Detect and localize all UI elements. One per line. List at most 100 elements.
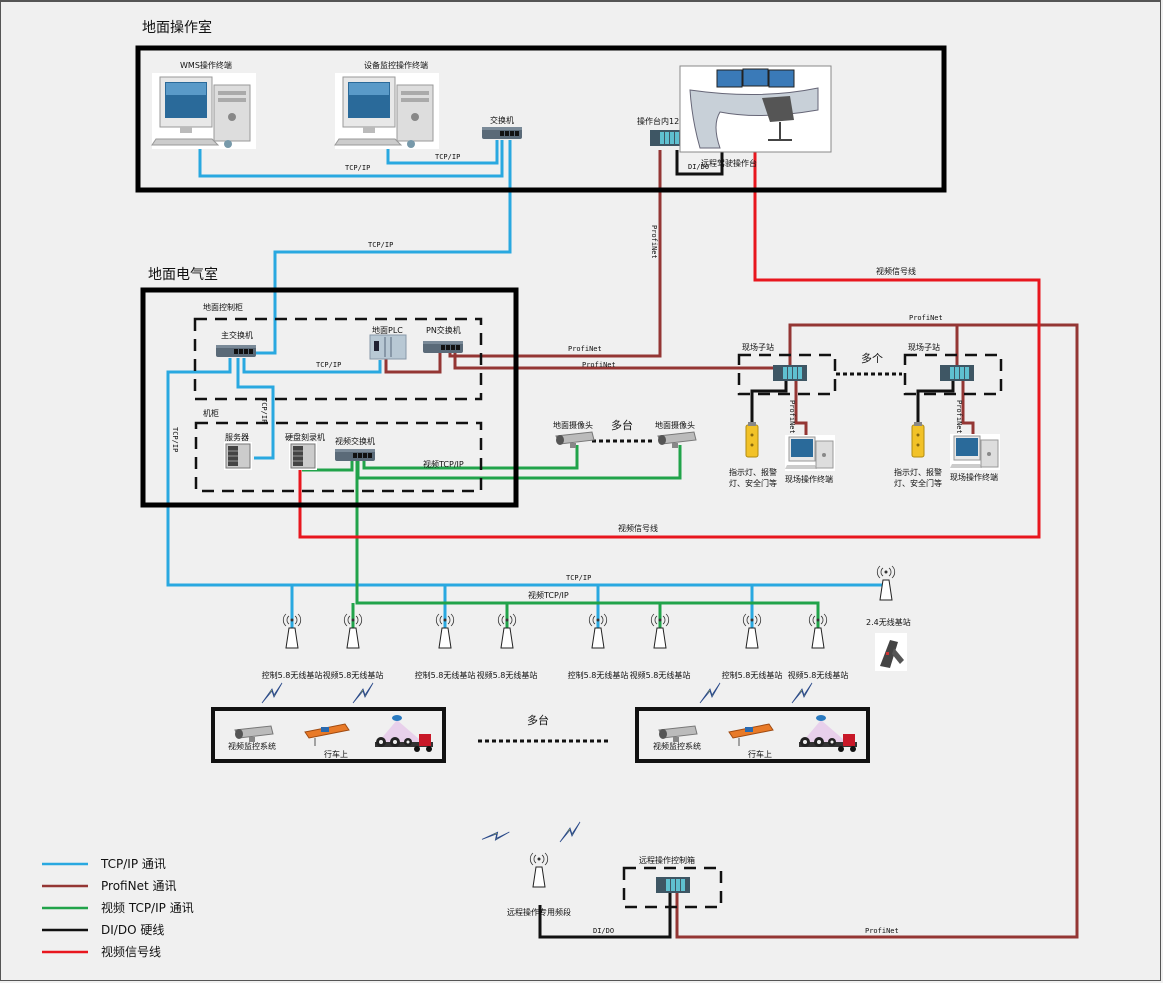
base-station: 控制5.8无线基站 — [415, 613, 476, 680]
station-plc-icon — [773, 365, 807, 381]
main-switch-label: 主交换机 — [221, 330, 253, 340]
dido-lines — [538, 150, 955, 939]
field-terminal-label: 现场操作终端 — [950, 472, 998, 482]
remote-control-plc-icon — [656, 877, 690, 893]
wms-terminal-pc-icon — [151, 72, 257, 150]
base-station-label: 控制5.8无线基站 — [722, 670, 783, 680]
ground-camera-icon-2 — [657, 431, 697, 449]
field-station-title: 现场子站 — [742, 342, 774, 352]
video-system-label: 视频监控系统 — [653, 741, 701, 751]
field-terminal-pc-icon — [949, 433, 1001, 471]
legend-label: 视频信号线 — [101, 944, 161, 959]
antenna-icon — [742, 613, 762, 649]
crane-label: 行车上 — [748, 749, 772, 759]
cameras-multi-label: 多台 — [611, 418, 633, 432]
crane-label: 行车上 — [324, 749, 348, 759]
remote-bolt-icon-1 — [481, 821, 510, 850]
multi-connectors — [478, 372, 902, 743]
wireless-bolt-icon — [261, 682, 283, 704]
equipment-terminal-pc-icon — [334, 72, 440, 150]
video-tcp-bus-label: 视频TCP/IP — [528, 590, 569, 600]
video-signal-lines — [298, 150, 1041, 539]
crane-unit-box — [635, 707, 870, 763]
main-switch-icon — [216, 345, 256, 357]
legend-item: 视频信号线 — [42, 944, 161, 959]
tcp-link-label-1: TCP/IP — [345, 164, 370, 172]
profinet-vertical-label: ProfiNet — [650, 225, 658, 259]
signal-lamp-icon — [745, 421, 759, 458]
field-devices-label-line2: 灯、安全门等 — [894, 478, 942, 488]
ground-plc-label: 地面PLC — [372, 325, 403, 335]
tcp-uplink-label: TCP/IP — [368, 241, 393, 249]
antenna-icon — [588, 613, 608, 649]
field-station-2: 现场子站 指示灯、报警 灯、安全门等 现场操作终端 — [894, 342, 1001, 488]
base-station-label: 控制5.8无线基站 — [568, 670, 629, 680]
control-cabinet-box — [193, 317, 483, 401]
field-terminal-label: 现场操作终端 — [785, 474, 833, 484]
base-station-label: 控制5.8无线基站 — [262, 670, 323, 680]
base-station-label: 控制5.8无线基站 — [415, 670, 476, 680]
base-station-label: 视频5.8无线基站 — [477, 670, 538, 680]
legend-item: DI/DO 硬线 — [42, 923, 164, 937]
crane-unit-2: 视频监控系统 行车上 — [635, 707, 870, 763]
field-station-box-2 — [903, 353, 1003, 396]
remote-band-antenna-icon — [529, 852, 549, 888]
cranes-multi-label: 多台 — [527, 713, 549, 727]
video-signal-mid-label: 视频信号线 — [618, 523, 658, 533]
tcp-link-label-2: TCP/IP — [435, 153, 460, 161]
video-switch-label: 视频交换机 — [335, 436, 375, 446]
field-station-title: 现场子站 — [908, 342, 940, 352]
profinet-bottom-label: ProfiNet — [865, 927, 899, 935]
field-terminal-pc-icon — [784, 434, 836, 472]
antenna-icon — [650, 613, 670, 649]
server-icon — [223, 441, 253, 471]
station-plc-icon — [940, 365, 974, 381]
video-signal-top-label: 视频信号线 — [876, 266, 916, 276]
profinet-station-label-2: ProfiNet — [955, 400, 963, 434]
base-station: 控制5.8无线基站 — [262, 613, 323, 680]
wireless-bolt-icon — [699, 682, 721, 704]
base-station: 视频5.8无线基站 — [477, 613, 538, 680]
electrical-room-box — [140, 287, 519, 508]
legend-label: TCP/IP 通讯 — [100, 857, 166, 871]
antenna-icon — [808, 613, 828, 649]
legend-label: 视频 TCP/IP 通讯 — [101, 900, 194, 915]
dido-link-label: DI/DO — [688, 163, 709, 171]
antenna-icon — [497, 613, 517, 649]
antenna-icon — [435, 613, 455, 649]
wireless-bolt-icon — [352, 682, 374, 704]
field-devices-label-line1: 指示灯、报警 — [729, 467, 777, 477]
cabinet-label: 机柜 — [203, 408, 219, 418]
ap-24-label: 2.4无线基站 — [866, 617, 911, 627]
base-station: 控制5.8无线基站 — [722, 613, 783, 680]
field-devices-label-line2: 灯、安全门等 — [729, 478, 777, 488]
remote-console-image — [679, 65, 832, 153]
ground-camera-label-1: 地面摄像头 — [553, 420, 593, 430]
ap-24-antenna-icon — [876, 565, 896, 601]
legend-label: ProfiNet 通讯 — [101, 879, 176, 893]
server-label: 服务器 — [225, 432, 249, 442]
base-station: 视频5.8无线基站 — [788, 613, 848, 680]
profinet-label-1: ProfiNet — [568, 345, 602, 353]
remote-bolt-icon-2 — [559, 821, 581, 843]
cabinet-box — [194, 421, 483, 493]
remote-console-label: 远程驾驶操作台 — [701, 158, 757, 168]
legend-item: ProfiNet 通讯 — [42, 879, 176, 893]
field-stations-multi-label: 多个 — [861, 351, 883, 365]
tcp-vertical-left-label: TCP/IP — [171, 427, 179, 452]
ground-camera-label-2: 地面摄像头 — [655, 420, 695, 430]
dido-bottom-label: DI/DO — [593, 927, 614, 935]
remote-band-label: 远程操作专用频段 — [507, 907, 571, 917]
pn-switch-icon — [423, 341, 463, 353]
wms-terminal-label: WMS操作终端 — [180, 60, 232, 70]
profinet-lines — [384, 150, 1079, 939]
tcp-vertical-cabinet-label: TCP/IP — [260, 398, 268, 423]
field-station-1: 现场子站 指示灯、报警 灯、安全门等 现场操作终端 — [729, 342, 836, 488]
control-cabinet-label: 地面控制柜 — [203, 302, 243, 312]
base-stations: 控制5.8无线基站视频5.8无线基站控制5.8无线基站视频5.8无线基站控制5.… — [262, 613, 848, 680]
base-station-label: 视频5.8无线基站 — [630, 670, 691, 680]
field-station-box-1 — [737, 353, 837, 396]
